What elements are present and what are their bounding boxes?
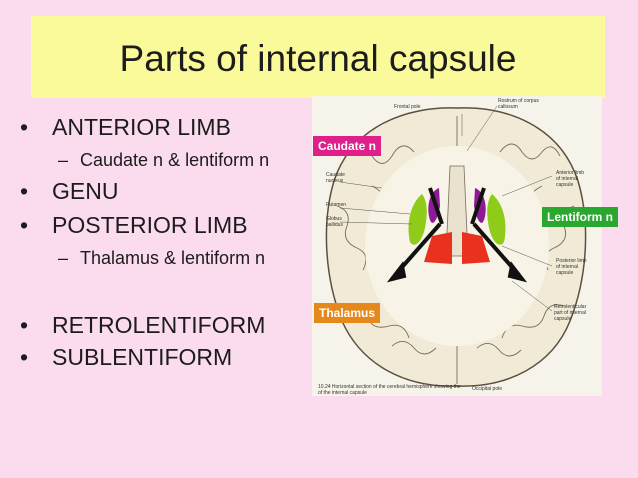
tag-caudate: Caudate n — [313, 136, 382, 156]
internal-capsule-lines — [386, 187, 528, 283]
label-rostrum-1: Rostrum of corpus — [498, 98, 539, 104]
bullet-anterior-limb: ANTERIOR LIMB — [20, 114, 231, 141]
label-putamen: Putamen — [326, 202, 346, 208]
title-box: Parts of internal capsule — [31, 16, 605, 98]
label-rostrum-2: callosum — [498, 104, 518, 110]
label-posterior-2: of internal — [556, 264, 578, 270]
bullet-sublentiform: SUBLENTIFORM — [20, 344, 232, 371]
bullet-retrolentiform: RETROLENTIFORM — [20, 312, 265, 339]
bullet-posterior-limb: POSTERIOR LIMB — [20, 212, 248, 239]
lentiform-right — [487, 194, 506, 245]
tag-lentiform: Lentiform n — [542, 207, 618, 227]
thalamus-right — [462, 232, 490, 264]
figure-caption-2: of the internal capsule — [318, 390, 367, 396]
gyri-pattern — [336, 116, 575, 384]
bullet-genu: GENU — [20, 178, 118, 205]
brain-illustration: Frontal pole Rostrum of corpus callosum … — [318, 98, 587, 396]
label-posterior-1: Posterior limb — [556, 258, 587, 264]
label-anterior-1: Anterior limb — [556, 170, 584, 176]
label-caudate-2: nucleus — [326, 178, 344, 184]
label-retro-3: capsule — [554, 316, 571, 322]
lentiform-left — [408, 194, 427, 245]
leader-lines — [339, 105, 553, 312]
label-globus-1: Globus — [326, 216, 342, 222]
label-anterior-3: capsule — [556, 182, 573, 188]
thalamus-left — [424, 232, 452, 264]
slide-title: Parts of internal capsule — [119, 38, 517, 79]
label-occipital-pole: Occipital pole — [472, 386, 502, 392]
label-posterior-3: capsule — [556, 270, 573, 276]
sub-bullet-anterior: Caudate n & lentiform n — [58, 150, 269, 171]
label-retro-2: part of internal — [554, 310, 586, 316]
label-globus-2: pallidus — [326, 222, 343, 228]
label-frontal-pole: Frontal pole — [394, 104, 421, 110]
label-caudate-1: Caudate — [326, 172, 345, 178]
label-retro-1: Retrolenticular — [554, 304, 587, 310]
brain-section-figure: Frontal pole Rostrum of corpus callosum … — [312, 96, 602, 396]
sub-bullet-posterior: Thalamus & lentiform n — [58, 248, 265, 269]
label-anterior-2: of internal — [556, 176, 578, 182]
tag-thalamus: Thalamus — [314, 303, 381, 323]
figure-caption-1: 10.24 Horizontal section of the cerebral… — [318, 384, 461, 390]
